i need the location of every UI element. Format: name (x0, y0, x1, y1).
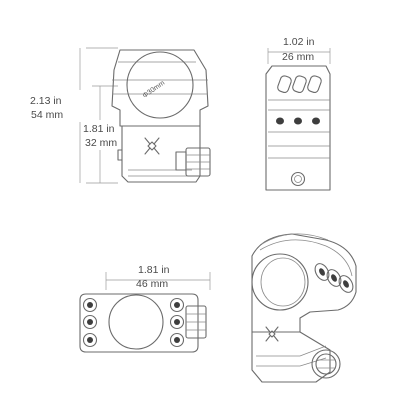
ring-bore (126, 51, 194, 119)
top-bore (108, 294, 164, 350)
center-height-inches: 1.81 in (83, 123, 115, 135)
perspective-ring-outline (251, 233, 357, 333)
x-logo (144, 137, 160, 155)
front-dimension-lines (79, 47, 118, 184)
top-screws (277, 75, 322, 93)
perspective-x-logo (265, 326, 279, 342)
total-height-millimeters: 54 mm (31, 109, 63, 121)
side-view: 1.02 in 26 mm (265, 36, 331, 191)
side-body-outline (265, 65, 331, 191)
top-width-millimeters: 46 mm (136, 278, 168, 290)
top-width-inches: 1.81 in (138, 264, 170, 276)
front-view: 2.13 in 54 mm 1.81 in 32 mm Φ30mm (30, 47, 211, 184)
ring-diameter-label: Φ30mm (142, 80, 167, 100)
perspective-base-outline (251, 331, 331, 383)
base-outline (121, 125, 201, 183)
clamp-knob (175, 147, 211, 177)
middle-screws (276, 117, 320, 125)
center-height-millimeters: 32 mm (85, 137, 117, 149)
side-width-millimeters: 26 mm (282, 51, 314, 63)
side-width-inches: 1.02 in (283, 36, 315, 48)
side-knob (290, 171, 306, 187)
perspective-screws (314, 263, 354, 293)
perspective-knob (311, 349, 341, 379)
total-height-inches: 2.13 in (30, 95, 62, 107)
left-screws (82, 297, 98, 348)
top-view: 1.81 in 46 mm (79, 264, 211, 353)
perspective-view (251, 233, 357, 383)
perspective-bore (251, 253, 309, 311)
right-screws (169, 297, 185, 348)
top-body-outline (79, 293, 199, 353)
top-view-knob (185, 305, 207, 339)
